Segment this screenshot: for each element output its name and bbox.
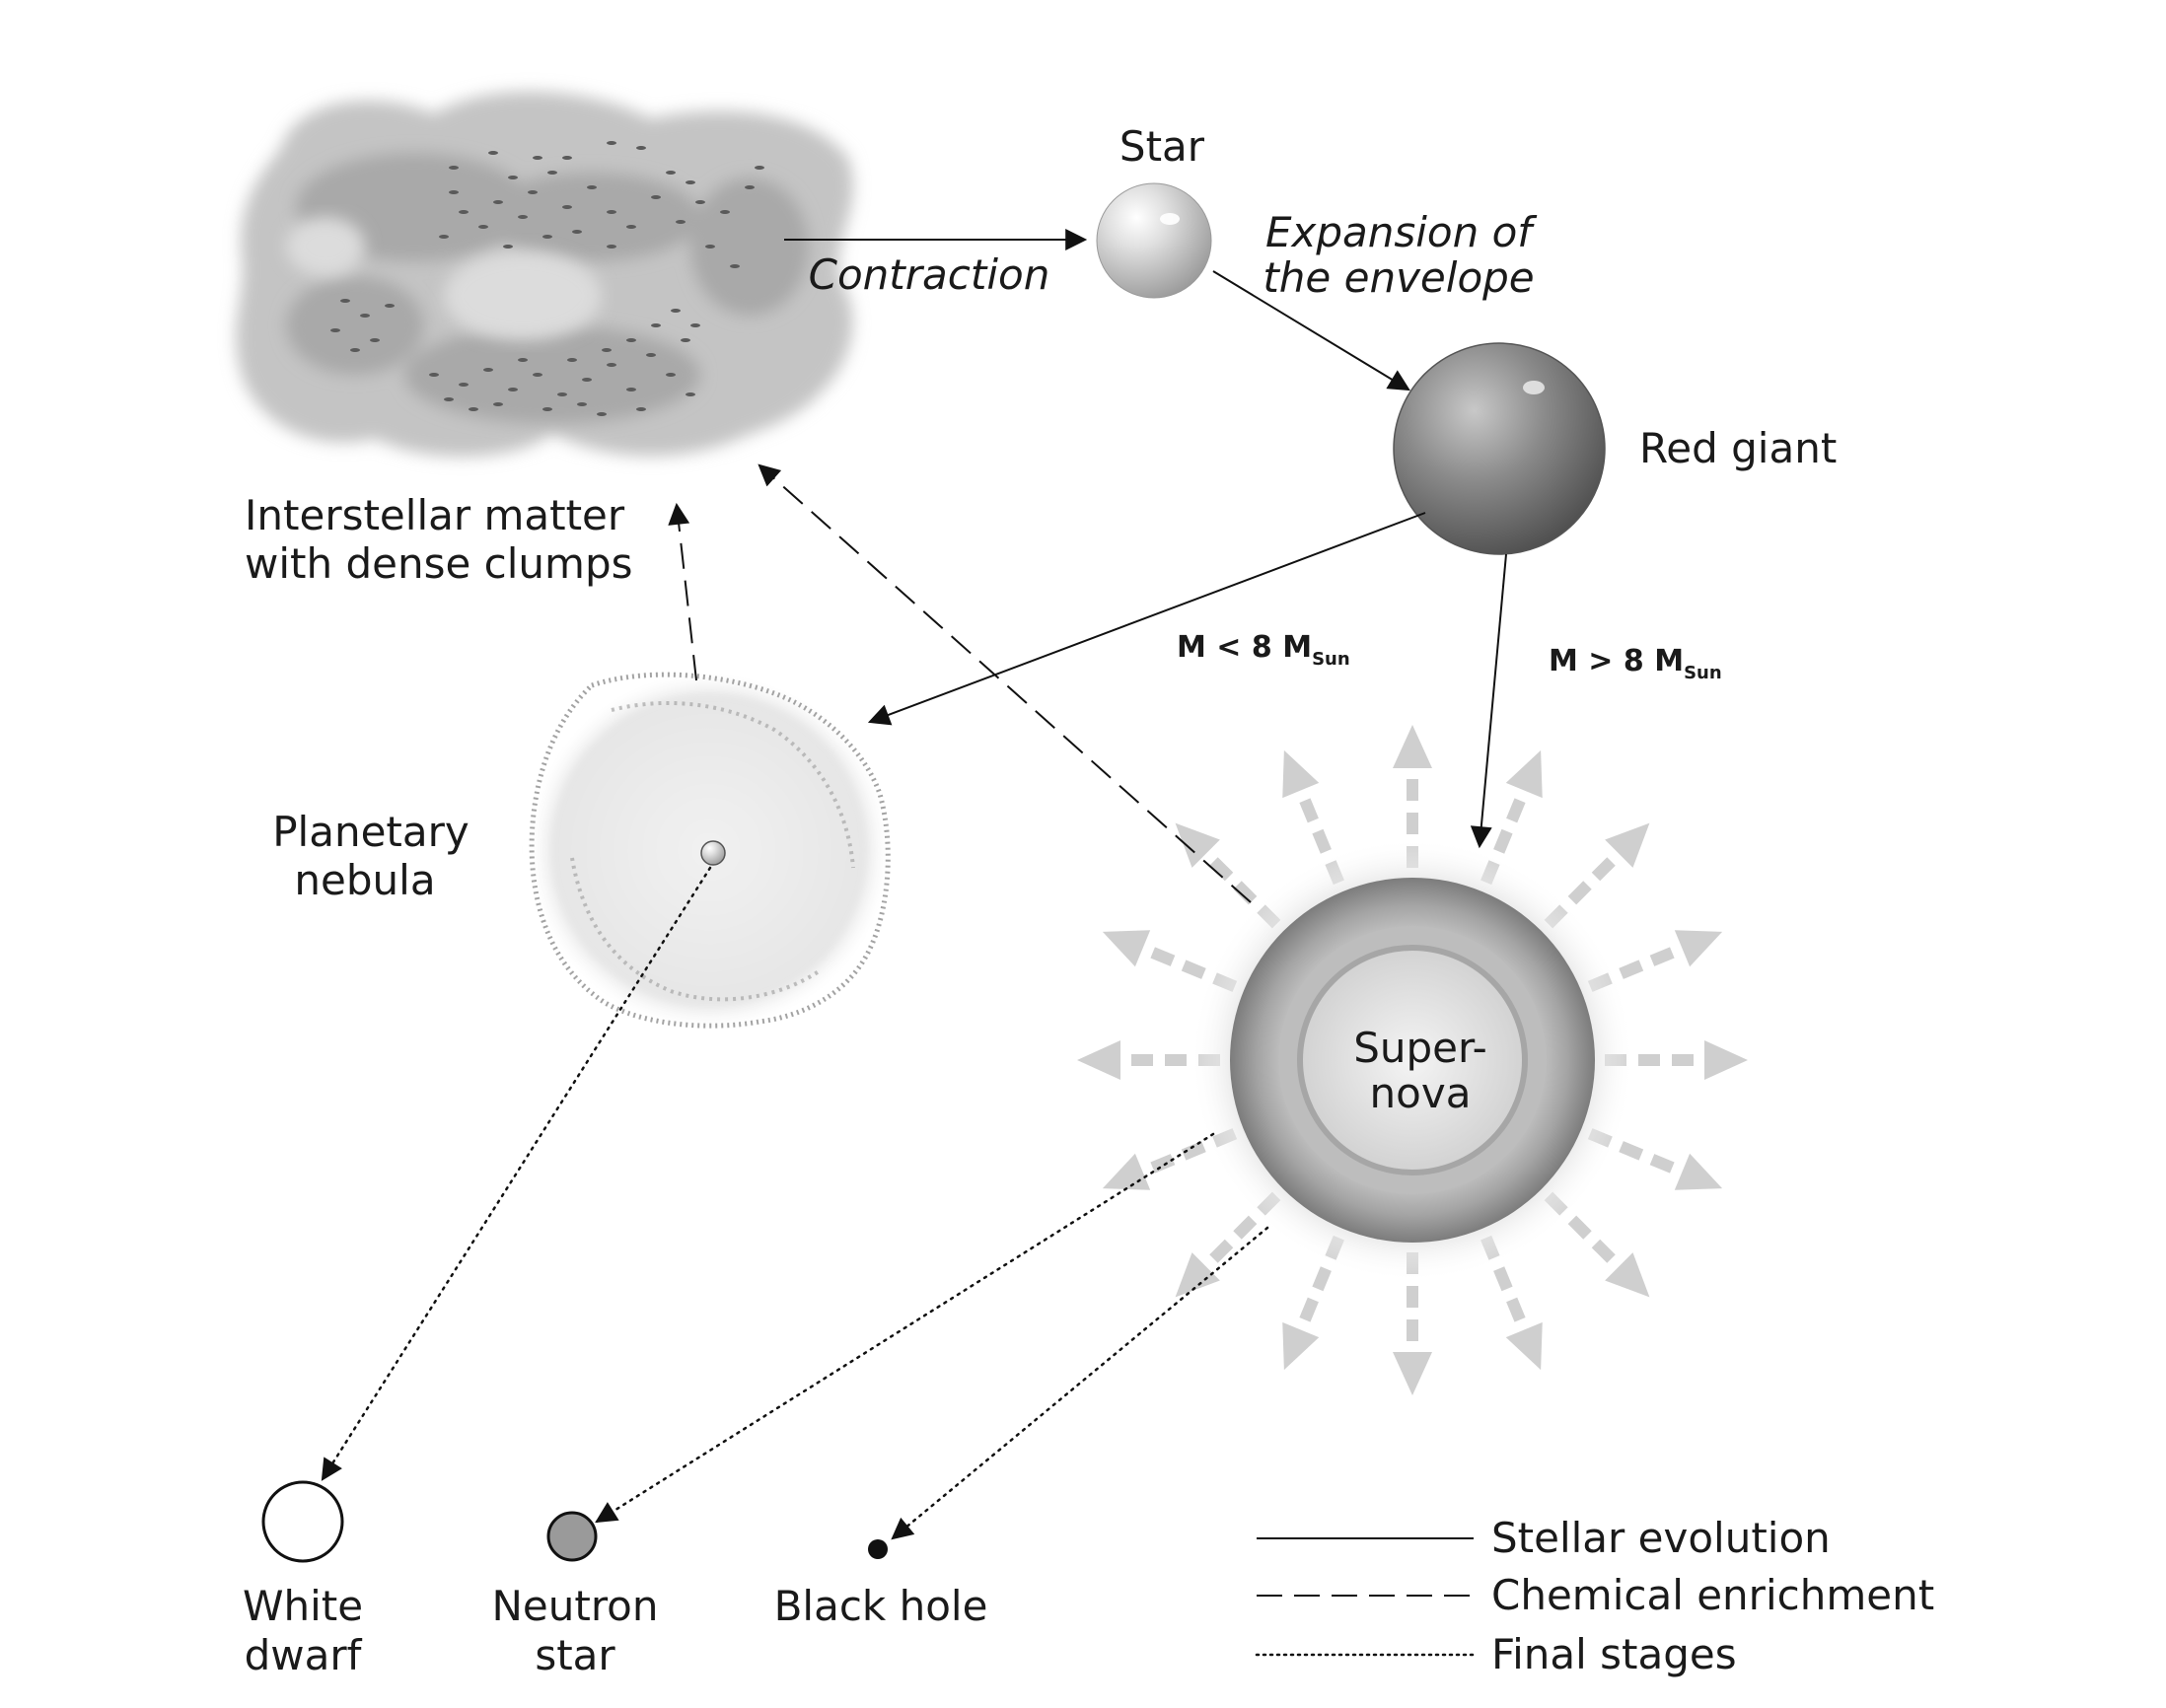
- expansion-arrow: [1212, 270, 1410, 391]
- legend-dotted-label: Final stages: [1491, 1630, 1737, 1678]
- star-sphere: [1096, 182, 1212, 299]
- red-giant-label: Red giant: [1639, 424, 1837, 472]
- ejecta-ray-head: [1605, 1252, 1650, 1298]
- black-hole-arrow: [891, 1226, 1269, 1540]
- legend-solid-label: Stellar evolution: [1491, 1514, 1831, 1562]
- ejecta-ray-head: [1175, 822, 1220, 868]
- legend-dashed-label: Chemical enrichment: [1491, 1571, 1934, 1619]
- red-giant-sphere: [1393, 342, 1606, 555]
- star-label: Star: [1119, 122, 1205, 171]
- high-mass-condition-main: M > 8 M: [1549, 644, 1684, 678]
- neutron-star-label-line2: star: [535, 1631, 615, 1679]
- nebula-central-star: [700, 840, 726, 866]
- low-mass-condition-sub: Sun: [1312, 649, 1350, 670]
- supernova-shape: [1191, 838, 1634, 1282]
- black-hole-label: Black hole: [774, 1582, 988, 1630]
- ejecta-ray-head: [1674, 1153, 1723, 1190]
- nebula-enrichment-arrow: [668, 502, 697, 681]
- high-mass-arrow: [1470, 553, 1507, 849]
- ejecta-ray-head: [1077, 1040, 1120, 1080]
- legend: Stellar evolution Chemical enrichment Fi…: [1255, 1514, 1934, 1678]
- neutron-star-circle: [546, 1511, 598, 1562]
- neutron-star-arrow: [595, 1132, 1215, 1524]
- interstellar-cloud: [236, 91, 853, 458]
- low-mass-condition: M < 8 MSun: [1177, 630, 1350, 670]
- contraction-label: Contraction: [809, 250, 1050, 299]
- supernova-label-line2: nova: [1370, 1069, 1472, 1117]
- neutron-star-label-line1: Neutron: [491, 1582, 658, 1630]
- ejecta-ray-head: [1505, 749, 1543, 799]
- expansion-label-line2: the envelope: [1263, 253, 1534, 302]
- white-dwarf-circle: [261, 1480, 344, 1563]
- supernova-enrichment-arrow: [758, 463, 1252, 903]
- low-mass-arrow: [867, 512, 1426, 726]
- ejecta-ray-head: [1282, 1321, 1320, 1371]
- white-dwarf-label-line2: dwarf: [245, 1631, 363, 1679]
- high-mass-condition: M > 8 MSun: [1549, 644, 1722, 683]
- ejecta-ray-head: [1393, 1352, 1432, 1395]
- white-dwarf-label-line1: White: [243, 1582, 363, 1630]
- planetary-nebula-label-line2: nebula: [294, 856, 435, 904]
- expansion-label-line1: Expansion of: [1265, 208, 1538, 256]
- ejecta-ray-head: [1674, 930, 1723, 967]
- planetary-nebula-label-line1: Planetary: [272, 808, 469, 856]
- ejecta-ray-head: [1102, 930, 1151, 967]
- high-mass-condition-sub: Sun: [1684, 663, 1722, 683]
- interstellar-label-line2: with dense clumps: [245, 539, 632, 588]
- ejecta-ray-head: [1393, 725, 1432, 768]
- ejecta-ray-head: [1102, 1153, 1151, 1190]
- ejecta-ray-head: [1175, 1252, 1220, 1298]
- supernova-label-line1: Super-: [1353, 1024, 1487, 1072]
- black-hole-dot: [868, 1539, 888, 1559]
- ejecta-ray-head: [1282, 749, 1320, 799]
- white-dwarf-arrow: [321, 866, 712, 1481]
- ejecta-ray-head: [1704, 1040, 1748, 1080]
- ejecta-ray-head: [1505, 1321, 1543, 1371]
- interstellar-label-line1: Interstellar matter: [245, 491, 625, 539]
- low-mass-condition-main: M < 8 M: [1177, 630, 1312, 665]
- ejecta-ray-head: [1605, 822, 1650, 868]
